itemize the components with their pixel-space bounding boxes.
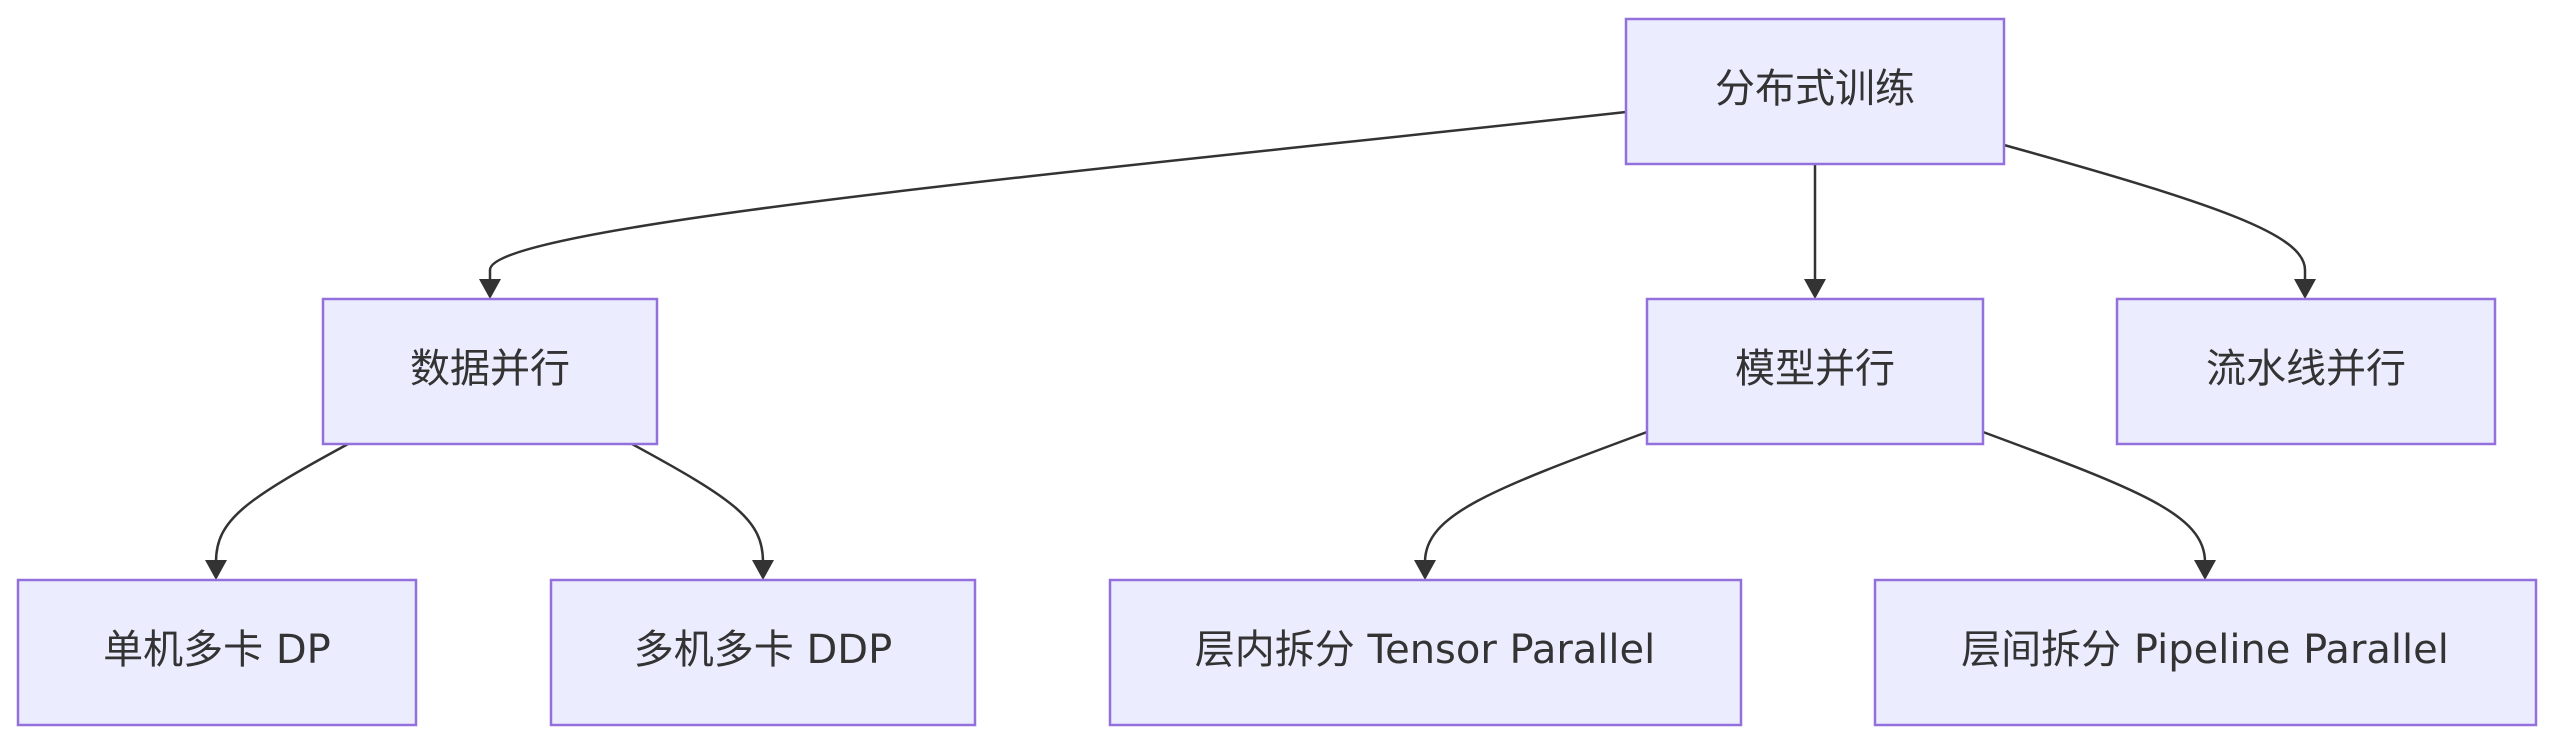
arrowhead-pipeline-parallel xyxy=(2294,279,2316,299)
node-root[interactable]: 分布式训练 xyxy=(1624,17,2006,166)
node-model-parallel-label: 模型并行 xyxy=(1735,346,1895,392)
edge-model-parallel-to-tensor-parallel xyxy=(1423,430,1648,563)
arrowhead-tensor-parallel xyxy=(1414,560,1436,580)
arrowhead-single-machine-dp xyxy=(205,560,227,580)
node-pipeline-split[interactable]: 层间拆分 Pipeline Parallel xyxy=(1873,578,2538,727)
edges xyxy=(205,110,2316,580)
edge-data-parallel-to-single-machine-dp xyxy=(214,442,349,563)
node-tensor-parallel-label: 层内拆分 Tensor Parallel xyxy=(1195,627,1656,673)
node-model-parallel[interactable]: 模型并行 xyxy=(1645,297,1985,446)
node-tensor-parallel[interactable]: 层内拆分 Tensor Parallel xyxy=(1108,578,1743,727)
node-data-parallel[interactable]: 数据并行 xyxy=(321,297,659,446)
edge-root-to-data-parallel xyxy=(488,110,1627,282)
node-pipeline-parallel-label: 流水线并行 xyxy=(2206,346,2406,392)
node-single-machine-dp-label: 单机多卡 DP xyxy=(103,627,331,673)
node-data-parallel-label: 数据并行 xyxy=(410,346,570,392)
edge-root-to-pipeline-parallel xyxy=(2003,143,2307,282)
node-single-machine-dp[interactable]: 单机多卡 DP xyxy=(16,578,418,727)
edge-data-parallel-to-multi-machine-ddp xyxy=(631,442,765,563)
node-pipeline-parallel[interactable]: 流水线并行 xyxy=(2115,297,2497,446)
arrowhead-data-parallel xyxy=(479,279,501,299)
node-root-label: 分布式训练 xyxy=(1715,66,1915,112)
node-multi-machine-ddp[interactable]: 多机多卡 DDP xyxy=(549,578,977,727)
arrowhead-model-parallel xyxy=(1804,279,1826,299)
arrowhead-pipeline-split xyxy=(2194,560,2216,580)
arrowhead-multi-machine-ddp xyxy=(752,560,774,580)
node-pipeline-split-label: 层间拆分 Pipeline Parallel xyxy=(1961,627,2449,673)
edge-model-parallel-to-pipeline-split xyxy=(1982,430,2207,563)
node-multi-machine-ddp-label: 多机多卡 DDP xyxy=(634,627,892,673)
